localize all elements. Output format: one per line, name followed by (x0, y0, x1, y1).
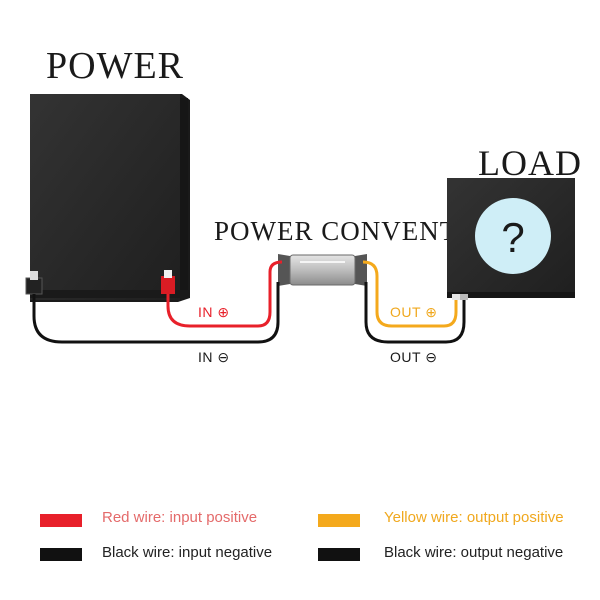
black-wire-output-negative (364, 282, 466, 344)
load-positive-terminal (452, 294, 460, 300)
legend-yellow-text: Yellow wire: output positive (384, 509, 564, 526)
legend-red-swatch (40, 514, 82, 527)
load-question-mark: ? (501, 214, 524, 261)
power-title: POWER (46, 45, 184, 87)
load-title: LOAD (478, 143, 582, 183)
load-negative-terminal (460, 294, 468, 300)
legend-black-output-text: Black wire: output negative (384, 544, 564, 561)
load-box: ? (447, 178, 575, 298)
black-wire-input-negative (32, 282, 280, 344)
power-negative-terminal (25, 271, 43, 295)
converter-module (278, 254, 367, 286)
label-in-positive: IN ⊕ (198, 304, 230, 320)
red-wire-input-positive (166, 260, 283, 328)
label-in-negative: IN ⊖ (198, 349, 230, 365)
legend-yellow-swatch (318, 514, 360, 527)
legend-black-input-swatch (40, 548, 82, 561)
label-out-positive: OUT ⊕ (390, 304, 438, 320)
load-screen (475, 198, 551, 274)
label-out-negative: OUT ⊖ (390, 349, 438, 365)
yellow-wire-output-positive (362, 260, 458, 328)
power-supply-box (30, 94, 190, 302)
legend-black-output-swatch (318, 548, 360, 561)
power-positive-terminal (161, 270, 175, 294)
legend-black-input-text: Black wire: input negative (102, 544, 273, 561)
converter-title: POWER CONVENTER (214, 216, 494, 246)
legend-red-text: Red wire: input positive (102, 509, 258, 526)
